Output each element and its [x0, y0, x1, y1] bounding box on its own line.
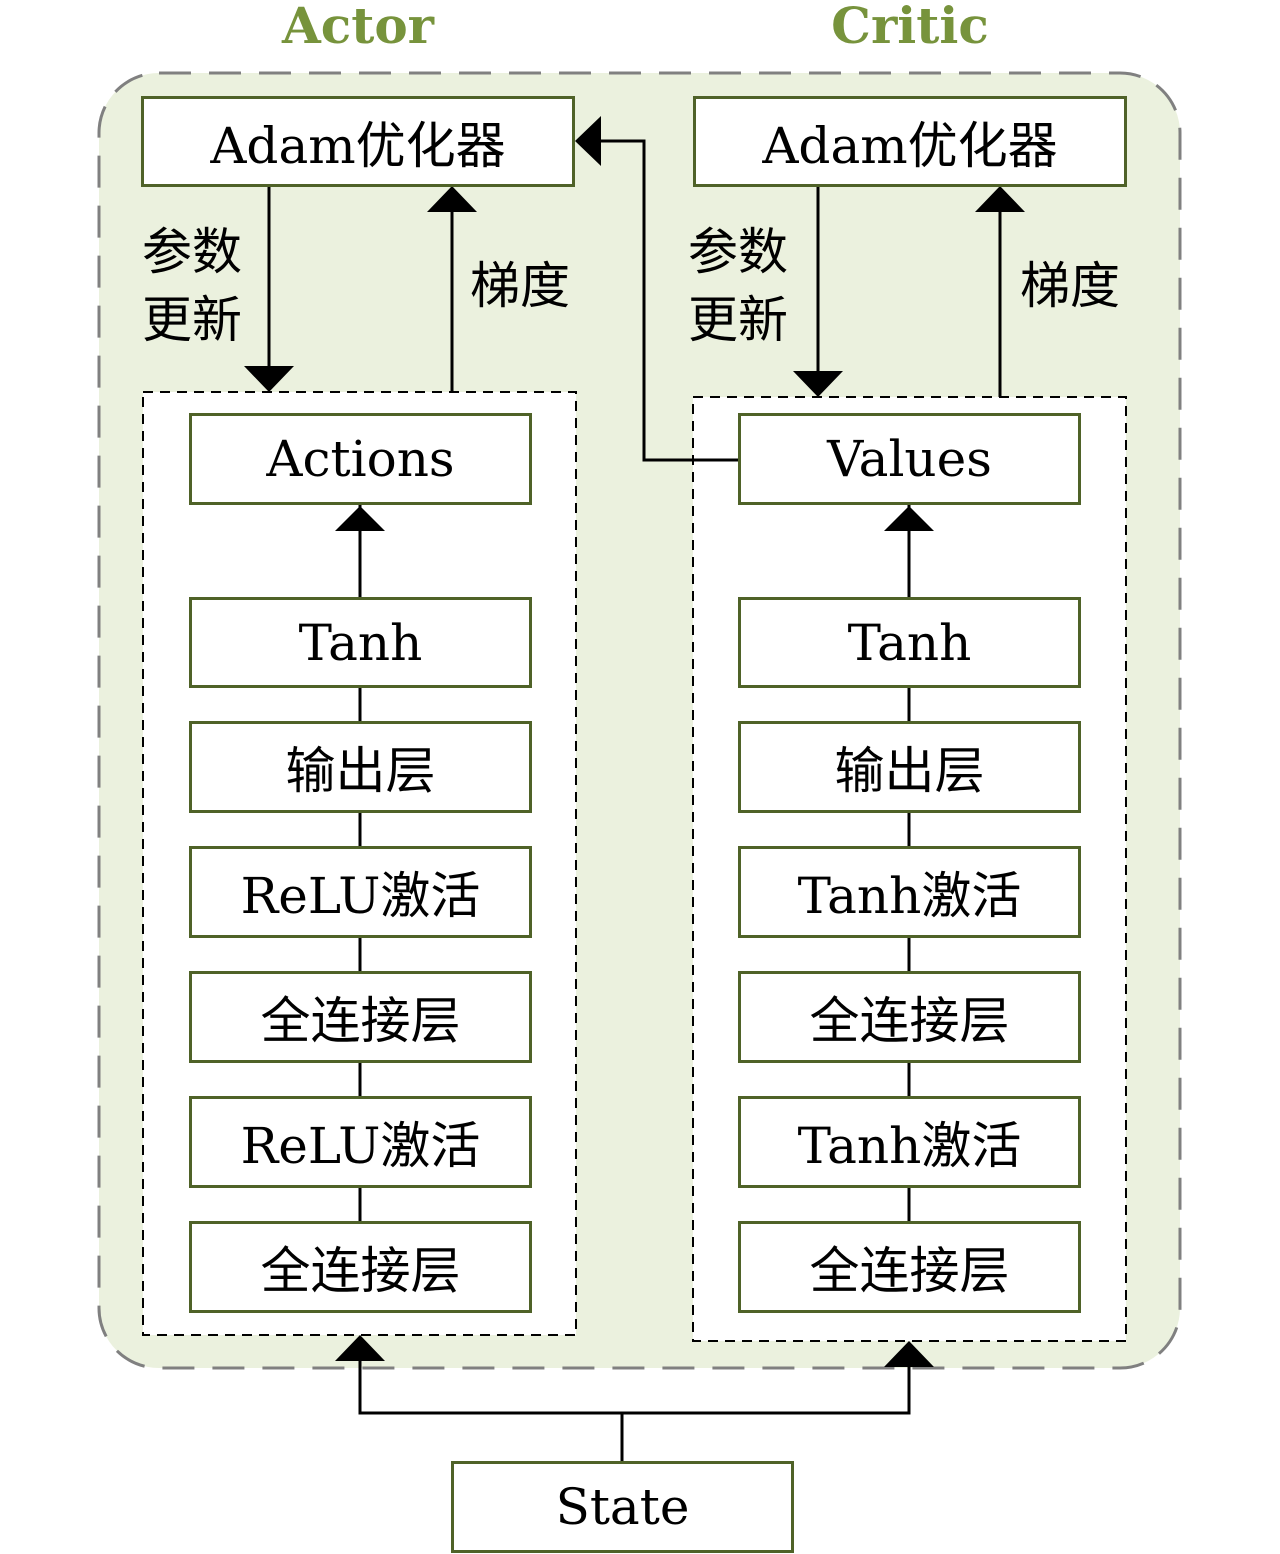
- actor-title: Actor: [281, 0, 435, 55]
- arrowhead: [884, 1341, 934, 1367]
- actor-gradient-label: 梯度: [470, 257, 570, 315]
- arrowhead: [575, 116, 601, 166]
- actor-layer-actions: Actions: [189, 413, 532, 505]
- actor-adam-optimizer: Adam优化器: [141, 96, 575, 187]
- critic-layer-tanh-activation: Tanh激活: [738, 846, 1081, 938]
- arrowhead: [884, 506, 934, 531]
- arrowhead: [427, 186, 477, 212]
- arrowheads: [244, 116, 1025, 1367]
- critic-layer-tanh: Tanh: [738, 597, 1081, 688]
- arrowhead: [793, 371, 843, 397]
- critic-layer-fc: 全连接层: [738, 971, 1081, 1063]
- actor-layer-fc: 全连接层: [189, 1221, 532, 1313]
- actor-layer-relu: ReLU激活: [189, 1096, 532, 1188]
- critic-gradient-label: 梯度: [1020, 257, 1120, 315]
- actor-layer-relu: ReLU激活: [189, 846, 532, 938]
- critic-title: Critic: [831, 0, 989, 55]
- actor-layer-tanh: Tanh: [189, 597, 532, 688]
- critic-layer-output: 输出层: [738, 721, 1081, 813]
- actor-layer-output: 输出层: [189, 721, 532, 813]
- critic-param-update-label: 参数更新: [688, 223, 788, 349]
- arrowhead: [975, 186, 1025, 212]
- critic-adam-optimizer: Adam优化器: [693, 96, 1127, 187]
- arrowhead: [335, 506, 385, 531]
- critic-layer-tanh-activation: Tanh激活: [738, 1096, 1081, 1188]
- critic-layer-values: Values: [738, 413, 1081, 505]
- arrowhead: [335, 1335, 385, 1361]
- actor-layer-fc: 全连接层: [189, 971, 532, 1063]
- arrowhead: [244, 366, 294, 392]
- state-box: State: [451, 1461, 794, 1553]
- critic-layer-fc: 全连接层: [738, 1221, 1081, 1313]
- actor-param-update-label: 参数更新: [142, 223, 242, 349]
